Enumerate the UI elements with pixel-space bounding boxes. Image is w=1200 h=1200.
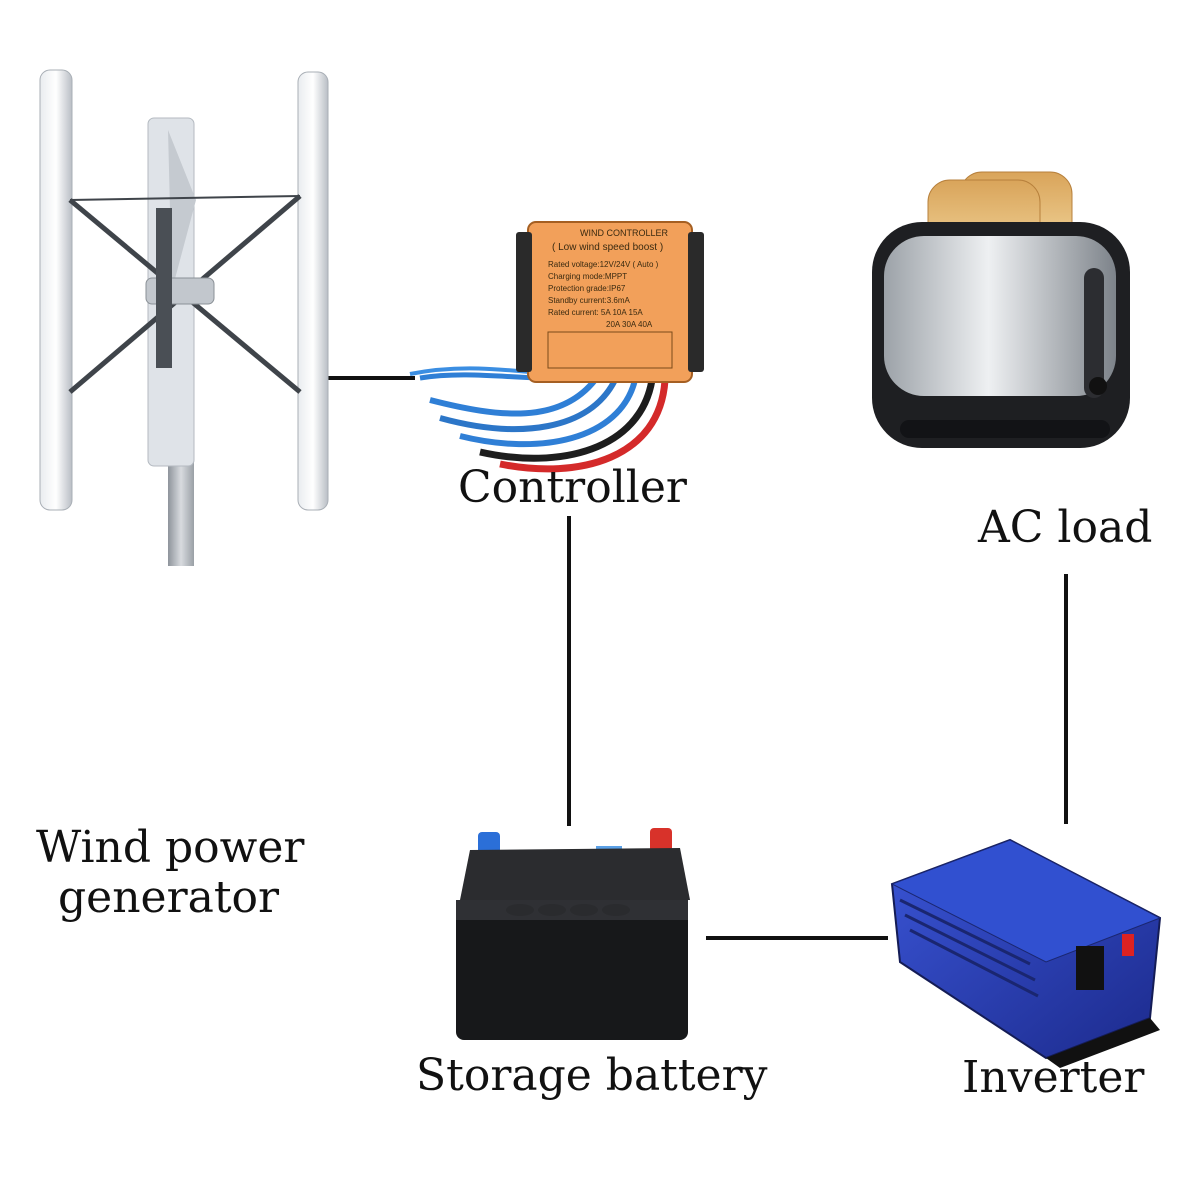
storage-battery-label: Storage battery [416, 1050, 768, 1101]
wind-generator-label-line2: generator [58, 872, 280, 923]
controller-subheading: ( Low wind speed boost ) [552, 242, 664, 253]
inverter-image [890, 838, 1162, 1068]
controller-label: Controller [458, 462, 687, 513]
controller-spec-6: 20A 30A 40A [606, 320, 653, 329]
connection-lines [328, 376, 1068, 940]
controller-spec-4: Standby current:3.6mA [548, 296, 630, 305]
wind-generator-label-line1: Wind power [36, 822, 305, 873]
wind-turbine-image [39, 69, 329, 566]
turbine-blade-left [39, 69, 73, 511]
controller-image [409, 221, 704, 473]
controller-spec-5: Rated current: 5A 10A 15A [548, 308, 643, 317]
controller-spec-1: Rated voltage:12V/24V ( Auto ) [548, 260, 659, 269]
turbine-blade-right [297, 71, 329, 511]
controller-spec-3: Protection grade:IP67 [548, 284, 626, 293]
toaster-image [872, 171, 1130, 448]
battery-body [456, 900, 688, 1040]
controller-spec-2: Charging mode:MPPT [548, 272, 628, 281]
battery-image [456, 828, 690, 1040]
ac-load-label: AC load [978, 502, 1153, 553]
controller-heading: WIND CONTROLLER [580, 228, 669, 238]
inverter-label: Inverter [962, 1052, 1145, 1103]
